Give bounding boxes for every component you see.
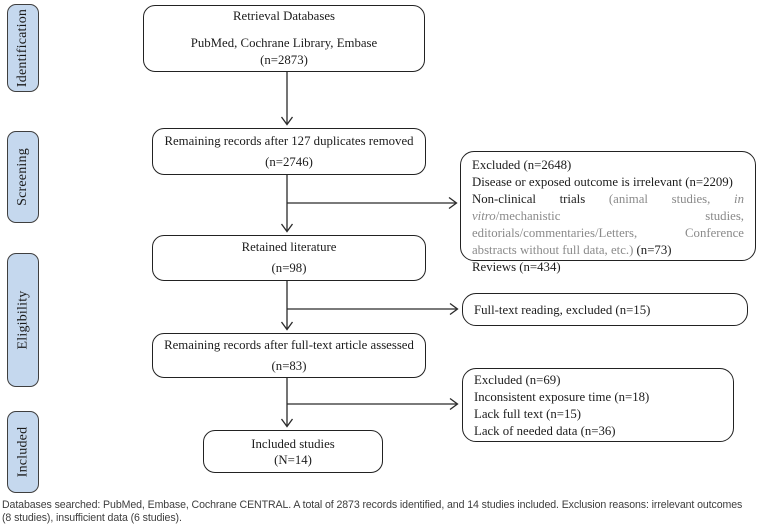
arrow-assessed-to-included [280, 378, 294, 428]
duplicates-count: (n=2746) [265, 154, 313, 169]
fulltext-assessed-title: Remaining records after full-text articl… [164, 337, 414, 352]
stage-included-label: Included [15, 426, 30, 478]
excluded-final-line1: Excluded (n=69) [474, 373, 561, 387]
retrieval-count: (n=2873) [260, 53, 308, 67]
fulltext-assessed-count: (n=83) [271, 358, 307, 373]
excluded-final-line4: Lack of needed data (n=36) [474, 424, 616, 438]
retrieval-title: Retrieval Databases [233, 9, 335, 23]
nonclinical-count: (n=73) [633, 243, 672, 257]
stage-identification-label: Identification [15, 8, 30, 88]
nonclinical-gray-a: (animal studies, [608, 192, 735, 206]
nonclinical-prefix: Non-clinical trials [472, 192, 609, 206]
arrow-branch-fulltext-excluded [287, 302, 459, 316]
included-count: (N=14) [274, 452, 312, 467]
duplicates-title: Remaining records after 127 duplicates r… [164, 133, 414, 148]
arrow-branch-final-excluded [287, 397, 459, 411]
nonclinical-in-vitro: in vitro [472, 192, 744, 223]
stage-screening: Screening [7, 131, 39, 223]
box-included-studies: Included studies (N=14) [203, 430, 383, 473]
retained-title: Retained literature [241, 240, 337, 254]
retrieval-sources: PubMed, Cochrane Library, Embase [190, 36, 378, 50]
excluded-screening-line3: Non-clinical trials (animal studies, in … [472, 191, 744, 259]
excluded-final-line2: Inconsistent exposure time (n=18) [474, 390, 650, 404]
retained-count: (n=98) [271, 261, 307, 275]
arrow-retrieval-to-duplicates [280, 72, 294, 126]
included-title: Included studies [251, 436, 335, 451]
box-fulltext-excluded: Full-text reading, excluded (n=15) [462, 293, 748, 326]
arrow-retained-to-fulltext [280, 281, 294, 331]
excluded-screening-line4: Reviews (n=434) [472, 260, 561, 274]
stage-eligibility: Eligibility [7, 253, 39, 387]
box-fulltext-assessed: Remaining records after full-text articl… [152, 333, 426, 378]
stage-screening-label: Screening [15, 148, 30, 206]
box-excluded-screening: Excluded (n=2648) Disease or exposed out… [460, 151, 756, 274]
fulltext-excluded-line1: Full-text reading, excluded (n=15) [474, 302, 651, 317]
figure-caption: Databases searched: PubMed, Embase, Coch… [2, 499, 743, 524]
box-retained-literature: Retained literature (n=98) [152, 235, 426, 281]
stage-identification: Identification [7, 4, 39, 92]
excluded-screening-line2: Disease or exposed outcome is irrelevant… [472, 175, 733, 189]
stage-included: Included [7, 411, 39, 493]
box-retrieval-databases: Retrieval Databases PubMed, Cochrane Lib… [143, 5, 425, 72]
nonclinical-gray-b: /mechanistic studies, editorials/comment… [472, 209, 744, 257]
stage-eligibility-label: Eligibility [15, 290, 31, 350]
arrow-branch-screening-excluded [287, 196, 458, 210]
box-excluded-final: Excluded (n=69) Inconsistent exposure ti… [462, 368, 734, 442]
excluded-screening-line1: Excluded (n=2648) [472, 158, 572, 172]
box-duplicates-removed: Remaining records after 127 duplicates r… [152, 128, 426, 175]
arrow-duplicates-to-retained [280, 175, 294, 233]
excluded-final-line3: Lack full text (n=15) [474, 407, 582, 421]
